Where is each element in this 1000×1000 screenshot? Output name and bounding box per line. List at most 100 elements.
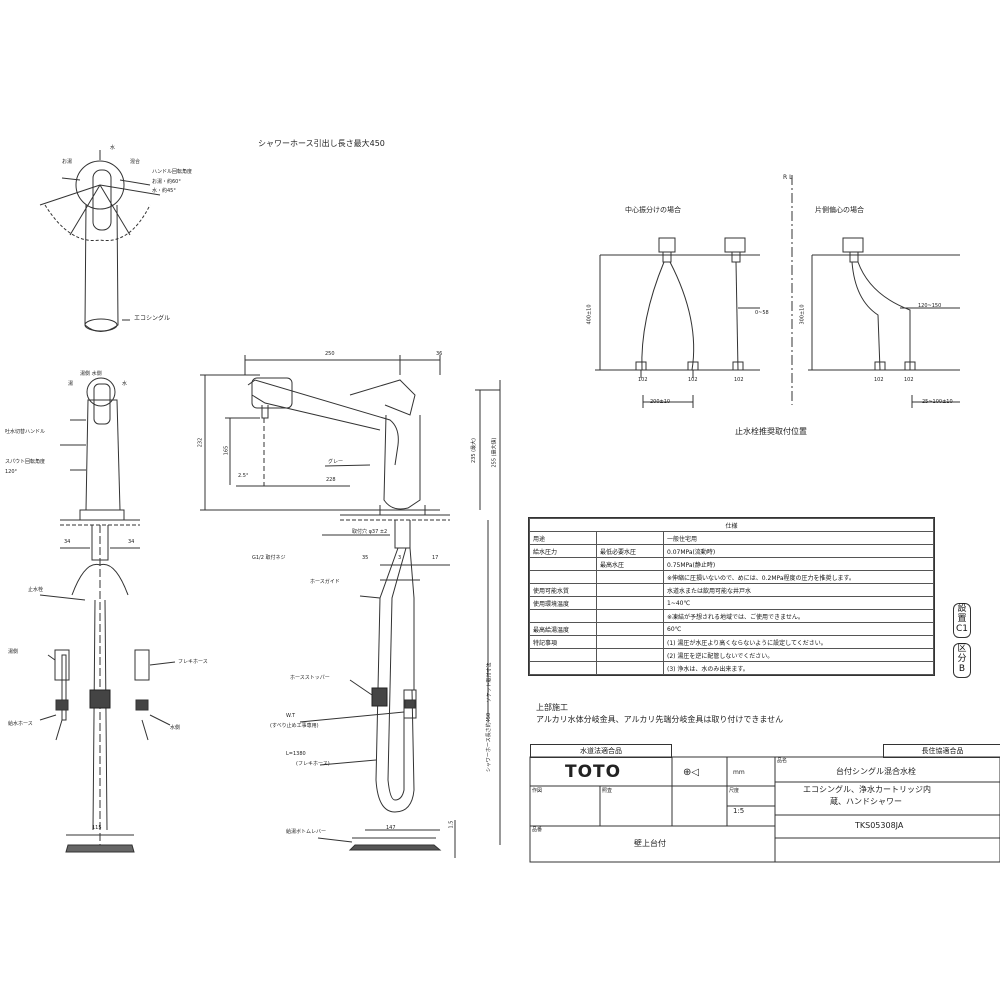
product-name1: 台付シングル混合水栓 [836,767,916,776]
dim-top-right: 36 [436,351,443,357]
label-scale: 尺度 [729,788,740,794]
table-row: 使用可能水質水道水または飲用可能な井戸水 [529,583,934,597]
front-right-dim: 34 [128,539,135,545]
hose-guide-label: ホースガイド [310,579,340,585]
front-bottom-dim: 115 [92,825,102,831]
note-thread: G1/2 取付ネジ [252,555,286,561]
dim-small4: 102 [874,377,884,383]
dim-angle: 2.5° [238,473,249,479]
side-view-faucet [200,355,501,858]
dim-height-inner: 165 [223,445,230,456]
dim-small1: 102 [638,377,648,383]
angle-hot: お湯・約60° [152,179,181,185]
dim-3: 3 [398,555,402,561]
dim-35: 35 [362,555,369,561]
table-row: ※伸縮に圧損いないので、めには、0.2MPa程度の圧力を推奨します。 [529,570,934,584]
stop-valve-label: 止水栓 [28,587,44,593]
eco-label: エコシングル [134,315,171,322]
base-dim2: 1.5 [448,820,455,829]
flex-hose-right-label: フレキホース [178,659,208,665]
seal-category: 区分 B [953,643,971,678]
lever-label: 吐水切替ハンドル [5,429,46,435]
spout-angle: 120° [5,469,18,475]
upper-text: アルカリ水体分岐金具、アルカリ先端分岐金具は取り付けできません [536,715,784,724]
dim-height-left: 232 [197,437,204,448]
scale-value: 1:5 [733,807,745,815]
label-no: 品番 [532,827,543,833]
dim-small5: 102 [904,377,914,383]
tab-left: 水道法適合品 [530,744,672,758]
dim-17: 17 [432,555,439,561]
table-row: (3) 浄水は、水のみ出来ます。 [529,661,934,675]
hose-title: シャワーホース引出し長さ最大450 [258,139,385,148]
note-w2: (すべり止め工事専用) [270,723,319,729]
hose-length-note: (フレキホース) [296,761,330,767]
table-row: ※凍結が予想される地域では、ご使用できません。 [529,609,934,623]
front-left-dim: 34 [64,539,71,545]
faucet-dim-note: ソケット取付寸法 [486,662,493,703]
dim-top-total: 250 [325,351,335,357]
top-view-dim-label: 水 [110,145,116,151]
shower-hose-len-note: シャワーホース長さ約450 [486,712,493,773]
dim-vert-right: 300±10 [799,304,806,325]
dim-tolerance: 0~58 [755,310,769,316]
dim-vert-left: 400±10 [586,304,593,325]
hose-stopper-label: ホースストッパー [290,675,330,681]
spout-rotation-label: スパウト回転角度 [5,459,46,465]
dim-small3: 102 [734,377,744,383]
top-view-mix-label: 混合 [130,159,141,165]
dim-bottom-left: 200±10 [650,399,671,405]
table-row: 特記事項(1) 湯圧が水圧より高くならないように設定してください。 [529,635,934,649]
base-dim: 147 [386,825,396,831]
front-view-faucet [39,377,176,853]
titleblock-lines [529,756,1000,863]
dim-gray: グレー [328,459,344,465]
hose-length: L=1380 [286,751,306,757]
handle-angle-note: ハンドル回転角度 [152,169,193,175]
projection-symbol: ⊕◁ [683,767,700,778]
dim-right: 120~150 [918,303,942,309]
spec-header: 仕様 [529,518,934,532]
front-hot: 湯 [68,381,74,387]
center-title: 中心振分けの場合 [625,206,681,214]
product-name3: 蔵、ハンドシャワー [830,797,902,806]
angle-cold: 水・約45° [152,188,176,194]
rl-caption: 止水栓推奨取付位置 [735,427,807,436]
base-label: 給湯ボトムレバー [286,829,327,835]
top-view-hot-label: お湯 [62,159,73,165]
dim-small2: 102 [688,377,698,383]
hot-side-label: 湯側 [8,649,19,655]
rl-label: R L [783,174,793,181]
label-check: 照査 [602,788,613,794]
model-number: TKS05308JA [855,821,904,830]
table-row: 用途一般住宅用 [529,531,934,545]
seal-installation: 設置 C1 [953,603,971,638]
side-title: 片側偏心の場合 [815,206,864,214]
note-w: W.T [286,713,296,719]
dim-reach: 228 [326,477,336,483]
product-name2: エコシングル、浄水カートリッジ内 [803,785,931,794]
table-row: (2) 湯圧を逆に配管しないでください。 [529,648,934,662]
toto-logo: TOTO [565,762,622,782]
dim-bottom-right: 25~100±10 [922,399,953,405]
upper-title: 上部施工 [536,703,568,712]
label-draw: 作図 [532,788,543,794]
top-view-faucet [39,150,161,332]
dim-vertical-b: 255 (最大値) [491,437,498,468]
water-side-label: 水側 [170,725,181,731]
rl-diagrams [595,175,960,408]
tab-right: 長住協適合品 [883,744,1000,758]
note-hole: 取付穴 φ37 ±2 [352,529,388,535]
unit-label: mm [733,769,745,776]
mount-type: 壁上台付 [634,839,666,848]
front-water: 水 [122,381,128,387]
dim-vertical-a: 235 (最大) [471,437,478,464]
label-design: 品名 [777,758,788,764]
